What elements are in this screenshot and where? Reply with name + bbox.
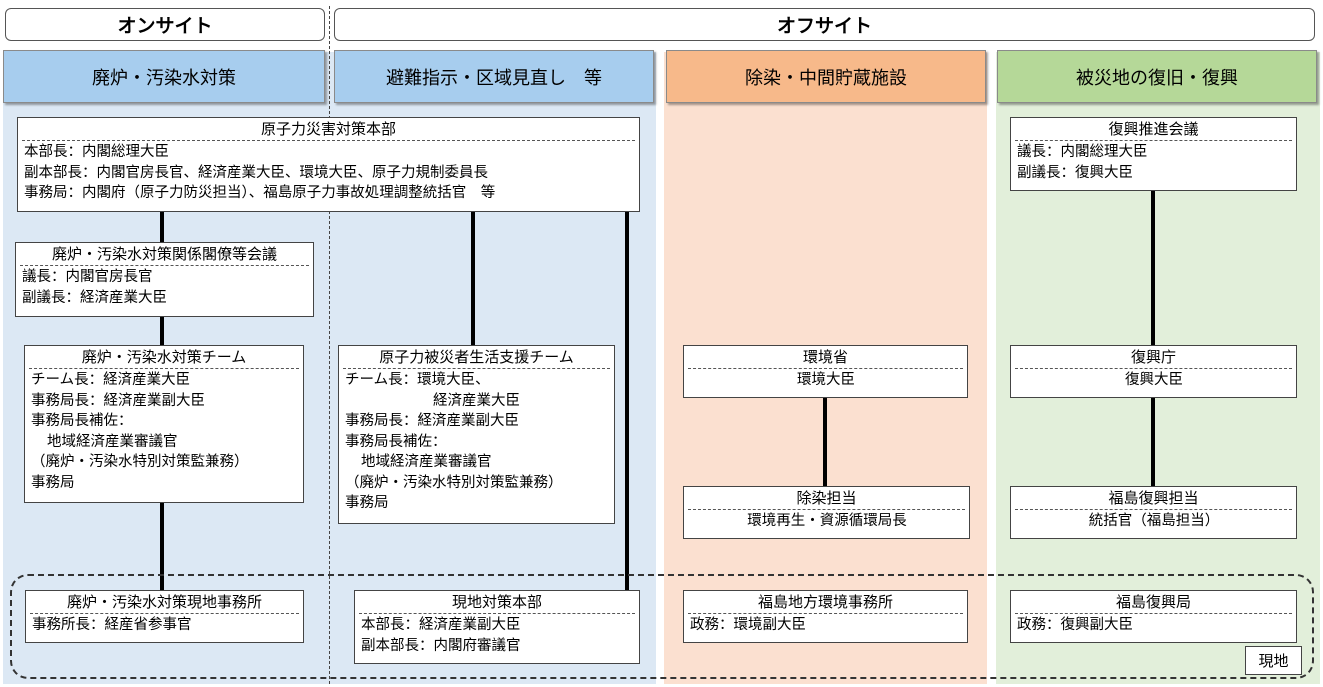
box-title: 福島復興局 <box>1015 591 1292 614</box>
box-decommissioning-team: 廃炉・汚染水対策チーム チーム長：経済産業大臣 事務局長：経済産業副大臣 事務局… <box>24 345 304 503</box>
box-line: チーム長：経済産業大臣 <box>31 372 191 388</box>
box-line: 地域経済産業審議官 <box>47 433 178 450</box>
box-line: 復興大臣 <box>1125 372 1183 388</box>
box-line: 本部長：経済産業副大臣 <box>361 617 521 633</box>
box-line: 副本部長：内閣官房長官、経済産業大臣、環境大臣、原子力規制委員長 <box>24 164 488 181</box>
onsite-offsite-separator <box>329 6 330 684</box>
box-line: 事務局長：経済産業副大臣 <box>345 413 519 429</box>
box-reconstruction-council: 復興推進会議 議長：内閣総理大臣 副議長：復興大臣 <box>1010 117 1297 191</box>
box-support-team: 原子力被災者生活支援チーム チーム長：環境大臣、 経済産業大臣 事務局長：経済産… <box>338 345 615 524</box>
box-line: 事務局 <box>31 474 75 491</box>
box-title: 環境省 <box>688 346 963 369</box>
box-ministry-of-environment: 環境省 環境大臣 <box>683 345 968 398</box>
box-line: 本部長：内閣総理大臣 <box>24 144 169 160</box>
box-line: 副議長：経済産業大臣 <box>22 289 167 306</box>
box-title: 除染担当 <box>688 487 965 510</box>
box-fukushima-reconstruction-charge: 福島復興担当 統括官（福島担当） <box>1010 486 1297 539</box>
box-title: 復興推進会議 <box>1015 118 1292 141</box>
box-line: 副議長：復興大臣 <box>1017 164 1133 181</box>
offsite-label: オフサイト <box>334 8 1315 41</box>
box-line: （廃炉・汚染水特別対策監兼務） <box>31 454 249 470</box>
box-decommissioning-local-office: 廃炉・汚染水対策現地事務所 事務所長：経産省参事官 <box>25 590 304 643</box>
box-title: 原子力災害対策本部 <box>22 118 635 141</box>
connector-hq-to-support-team <box>471 210 475 346</box>
box-title: 福島復興担当 <box>1015 487 1292 510</box>
box-title: 廃炉・汚染水対策関係閣僚等会議 <box>20 243 309 266</box>
box-ministerial-meeting: 廃炉・汚染水対策関係閣僚等会議 議長：内閣官房長官 副議長：経済産業大臣 <box>15 242 314 317</box>
column-header-reconstruction: 被災地の復旧・復興 <box>997 50 1317 103</box>
box-line: 議長：内閣官房長官 <box>22 269 153 285</box>
box-title: 廃炉・汚染水対策チーム <box>29 346 299 369</box>
box-line: 事務局 <box>345 495 389 511</box>
box-line: 事務局長：経済産業副大臣 <box>31 392 205 409</box>
box-line: （廃炉・汚染水特別対策監兼務） <box>345 474 563 491</box>
connector-ministerial-to-decom-team <box>160 316 164 346</box>
box-title: 現地対策本部 <box>359 591 635 614</box>
box-nuclear-emergency-hq: 原子力災害対策本部 本部長：内閣総理大臣 副本部長：内閣官房長官、経済産業大臣、… <box>17 117 640 212</box>
connector-decom-team-to-local <box>160 502 164 592</box>
box-line: 経済産業大臣 <box>433 392 520 409</box>
box-line: 議長：内閣総理大臣 <box>1017 144 1148 160</box>
box-title: 廃炉・汚染水対策現地事務所 <box>30 591 299 614</box>
connector-moe-to-decon <box>823 397 827 487</box>
connector-hq-to-ministerial <box>160 210 164 243</box>
box-fukushima-environment-office: 福島地方環境事務所 政務：環境副大臣 <box>683 590 968 643</box>
connector-agency-to-fukushima-charge <box>1151 397 1155 487</box>
onsite-label: オンサイト <box>5 8 325 41</box>
box-line: 環境再生・資源循環局長 <box>747 513 907 529</box>
connector-recon-council-to-agency <box>1151 190 1155 346</box>
box-line: 事務局：内閣府（原子力防災担当）、福島原子力事故処理調整統括官 等 <box>24 185 496 201</box>
box-line: 環境大臣 <box>797 372 855 388</box>
column-header-decommissioning: 廃炉・汚染水対策 <box>3 50 325 103</box>
column-header-decontamination: 除染・中間貯蔵施設 <box>666 50 986 103</box>
box-line: 政務：環境副大臣 <box>690 617 806 633</box>
box-line: 政務：復興副大臣 <box>1017 617 1133 633</box>
box-line: チーム長：環境大臣、 <box>345 372 490 388</box>
box-line: 事務所長：経産省参事官 <box>32 617 192 633</box>
box-reconstruction-agency: 復興庁 復興大臣 <box>1010 345 1297 398</box>
box-line: 統括官（福島担当） <box>1088 513 1220 529</box>
column-header-evacuation: 避難指示・区域見直し 等 <box>334 50 654 103</box>
box-local-response-hq: 現地対策本部 本部長：経済産業副大臣 副本部長：内閣府審議官 <box>354 590 640 664</box>
box-line: 事務局長補佐： <box>31 413 133 429</box>
box-title: 原子力被災者生活支援チーム <box>343 346 610 369</box>
box-fukushima-reconstruction-bureau: 福島復興局 政務：復興副大臣 <box>1010 590 1297 643</box>
box-decontamination: 除染担当 環境再生・資源循環局長 <box>683 486 970 539</box>
local-region-outline <box>10 574 1314 679</box>
box-title: 福島地方環境事務所 <box>688 591 963 614</box>
local-region-label: 現地 <box>1245 646 1302 675</box>
box-title: 復興庁 <box>1015 346 1292 369</box>
box-line: 副本部長：内閣府審議官 <box>361 637 521 654</box>
box-line: 地域経済産業審議官 <box>361 454 492 470</box>
box-line: 事務局長補佐： <box>345 433 447 450</box>
connector-hq-to-local-hq <box>625 210 629 592</box>
